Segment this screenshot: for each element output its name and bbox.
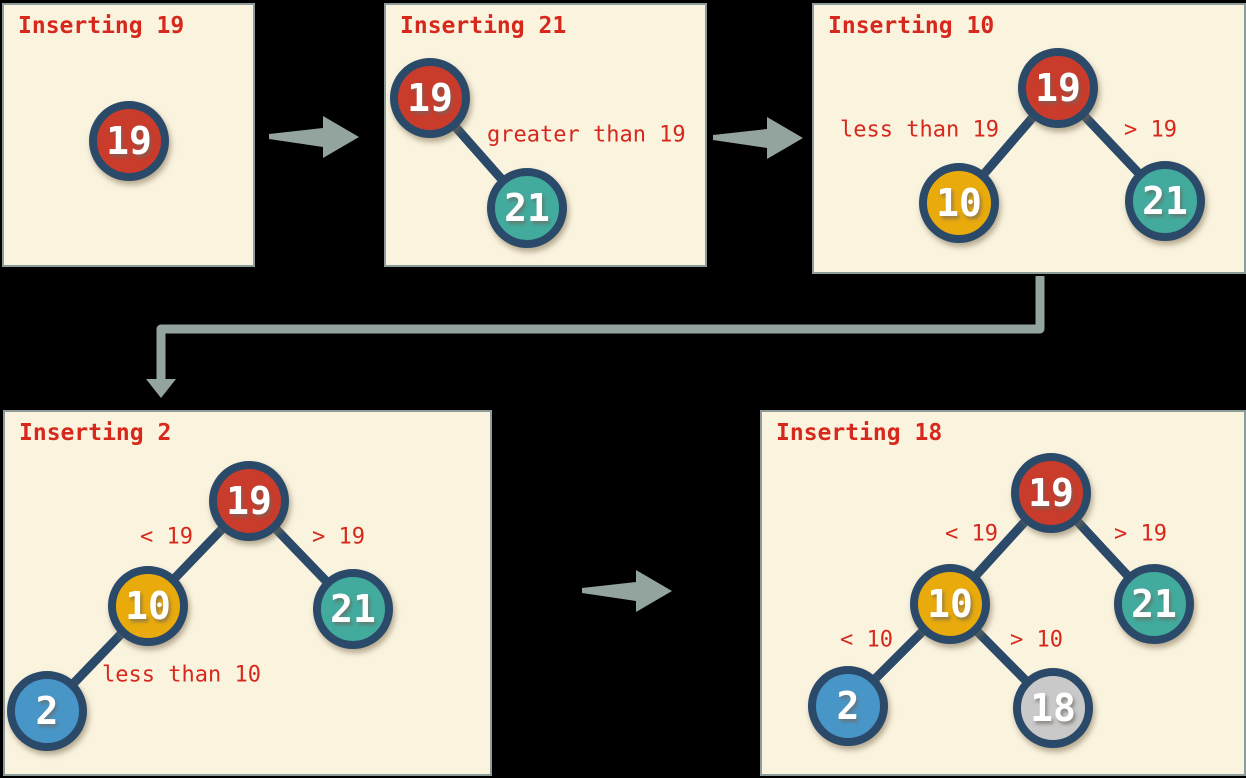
edge-label-greater-than-19: greater than 19 — [487, 122, 686, 148]
tree-node-10: 10 — [910, 564, 990, 644]
tree-node-21: 21 — [1125, 161, 1205, 241]
node-value: 18 — [1030, 686, 1076, 730]
panel-title: Inserting 21 — [400, 13, 567, 39]
edge-label-lt-19: < 19 — [140, 524, 193, 550]
node-value: 2 — [836, 684, 860, 728]
flow-arrow-right-icon — [713, 117, 803, 159]
tree-node-2: 2 — [7, 671, 87, 751]
tree-node-19: 19 — [1011, 453, 1091, 533]
node-value: 19 — [106, 119, 152, 163]
node-value: 21 — [504, 186, 550, 230]
panel-title: Inserting 18 — [776, 420, 943, 446]
edge-label-lt-19: < 19 — [945, 521, 998, 547]
edge-label-gt-19: > 19 — [312, 524, 365, 550]
tree-node-19: 19 — [209, 461, 289, 541]
panel-title: Inserting 19 — [18, 13, 185, 39]
node-value: 21 — [1131, 582, 1177, 626]
tree-node-18: 18 — [1013, 668, 1093, 748]
flow-arrow-right-icon — [269, 116, 359, 158]
tree-node-21: 21 — [1114, 564, 1194, 644]
panel-inserting-2: Inserting 2 19 10 21 2 < 19 > 19 less th… — [3, 410, 492, 776]
tree-node-10: 10 — [919, 163, 999, 243]
panel-inserting-18: Inserting 18 19 10 21 2 18 < 19 > 19 < 1… — [760, 410, 1246, 776]
flow-arrow-right-icon — [582, 570, 672, 612]
node-value: 10 — [936, 181, 982, 225]
panel-title: Inserting 2 — [19, 420, 172, 446]
node-value: 21 — [1142, 179, 1188, 223]
tree-node-19: 19 — [1018, 48, 1098, 128]
edge-label-gt-10: > 10 — [1010, 627, 1063, 653]
tree-node-10: 10 — [108, 566, 188, 646]
edge-label-lt-10: < 10 — [840, 627, 893, 653]
tree-node-19: 19 — [89, 101, 169, 181]
node-value: 2 — [35, 689, 59, 733]
edge-label-less-than-10: less than 10 — [102, 662, 261, 688]
node-value: 10 — [125, 584, 171, 628]
tree-node-19: 19 — [390, 58, 470, 138]
panel-inserting-21: Inserting 21 19 21 greater than 19 — [384, 3, 707, 267]
edge-label-gt-19: > 19 — [1124, 117, 1177, 143]
node-value: 10 — [927, 582, 973, 626]
node-value: 19 — [407, 76, 453, 120]
edge-label-less-than-19: less than 19 — [840, 117, 999, 143]
panel-inserting-19: Inserting 19 19 — [2, 3, 255, 267]
tree-node-21: 21 — [487, 168, 567, 248]
edge-label-gt-19: > 19 — [1114, 521, 1167, 547]
tree-node-21: 21 — [313, 569, 393, 649]
panel-title: Inserting 10 — [828, 13, 995, 39]
panel-inserting-10: Inserting 10 19 10 21 less than 19 > 19 — [812, 3, 1246, 274]
tree-node-2: 2 — [808, 666, 888, 746]
flow-arrow-elbow-down-icon — [146, 276, 1045, 398]
node-value: 19 — [1028, 471, 1074, 515]
node-value: 19 — [1035, 66, 1081, 110]
node-value: 21 — [330, 587, 376, 631]
node-value: 19 — [226, 479, 272, 523]
